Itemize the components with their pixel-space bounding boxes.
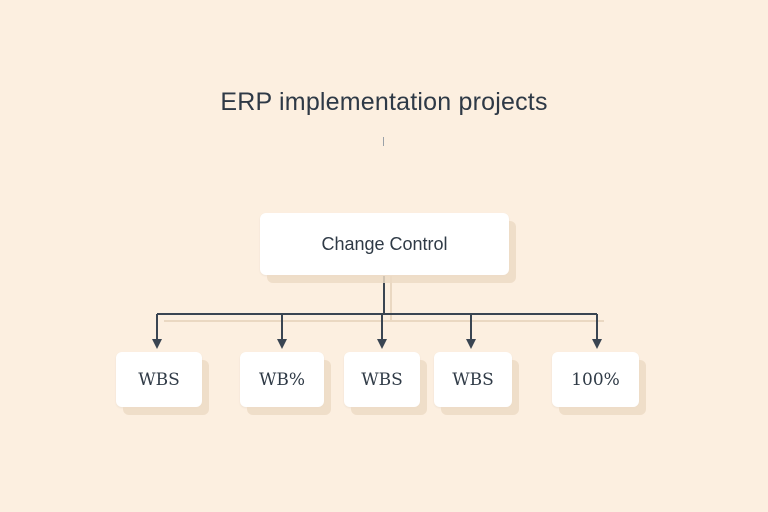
root-node-label: Change Control [321, 233, 448, 254]
child-node-label: 100% [571, 369, 620, 390]
child-node-label: WBS [452, 369, 494, 390]
diagram-title: ERP implementation projects [220, 88, 548, 116]
child-node-1[interactable]: WBS [116, 352, 202, 407]
child-node-3[interactable]: WBS [344, 352, 420, 407]
child-node-label: WB% [258, 369, 306, 390]
child-node-2[interactable]: WB% [240, 352, 324, 407]
child-node-label: WBS [138, 369, 180, 390]
child-node-5[interactable]: 100% [552, 352, 639, 407]
root-node-change-control[interactable]: Change Control [260, 213, 509, 275]
child-node-4[interactable]: WBS [434, 352, 512, 407]
title-divider-tick [383, 137, 384, 146]
child-node-label: WBS [361, 369, 403, 390]
